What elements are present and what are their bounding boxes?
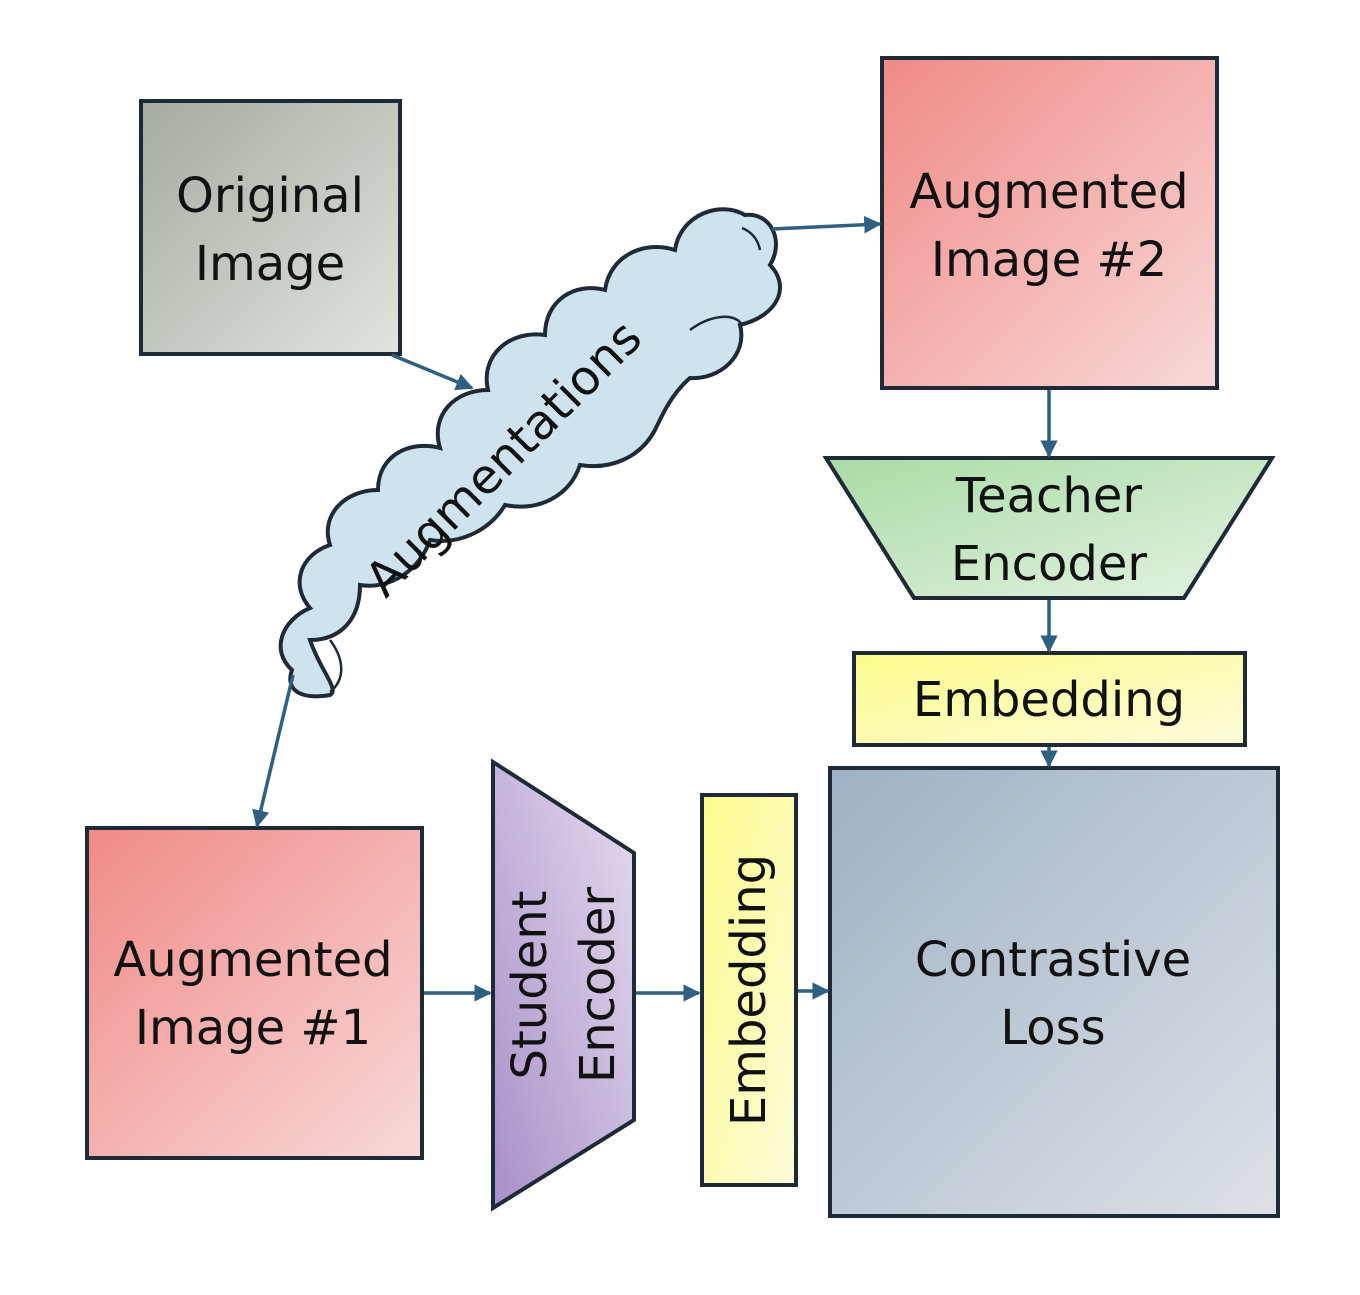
arrow-augmentations-to-image-2 bbox=[771, 215, 882, 234]
teacher-encoder-label-line2: Encoder bbox=[951, 536, 1148, 592]
arrow-augmentations-to-image-1 bbox=[252, 674, 295, 828]
student-encoder-label-line2: Encoder bbox=[570, 887, 626, 1084]
student-embedding-label: Embedding bbox=[721, 854, 777, 1126]
teacher-embedding-node: Embedding bbox=[852, 651, 1247, 747]
augmented-image-1-label-line2: Image #1 bbox=[135, 1000, 371, 1056]
contrastive-loss-node: Contrastive Loss bbox=[828, 766, 1280, 1218]
augmented-image-2-node: Augmented Image #2 bbox=[880, 56, 1219, 390]
student-embedding-node: Embedding bbox=[700, 793, 798, 1187]
augmented-image-2-label-line1: Augmented bbox=[909, 164, 1188, 220]
contrastive-loss-label-line1: Contrastive bbox=[915, 932, 1191, 988]
augmented-image-1-node: Augmented Image #1 bbox=[85, 826, 424, 1160]
teacher-embedding-label: Embedding bbox=[913, 672, 1185, 728]
augmented-image-2-label-line2: Image #2 bbox=[931, 232, 1167, 288]
original-image-node: Original Image bbox=[139, 99, 402, 356]
contrastive-loss-label-line2: Loss bbox=[1000, 1000, 1105, 1056]
augmented-image-1-label-line1: Augmented bbox=[113, 932, 392, 988]
teacher-encoder-node: Teacher Encoder bbox=[822, 456, 1276, 600]
original-image-label-line1: Original bbox=[176, 168, 364, 224]
arrow-original-to-augmentations bbox=[391, 353, 474, 391]
student-encoder-label-line1: Student bbox=[502, 891, 558, 1080]
original-image-label-line2: Image bbox=[195, 236, 345, 292]
student-encoder-node: Student Encoder bbox=[491, 758, 636, 1212]
teacher-encoder-label-line1: Teacher bbox=[955, 468, 1142, 524]
